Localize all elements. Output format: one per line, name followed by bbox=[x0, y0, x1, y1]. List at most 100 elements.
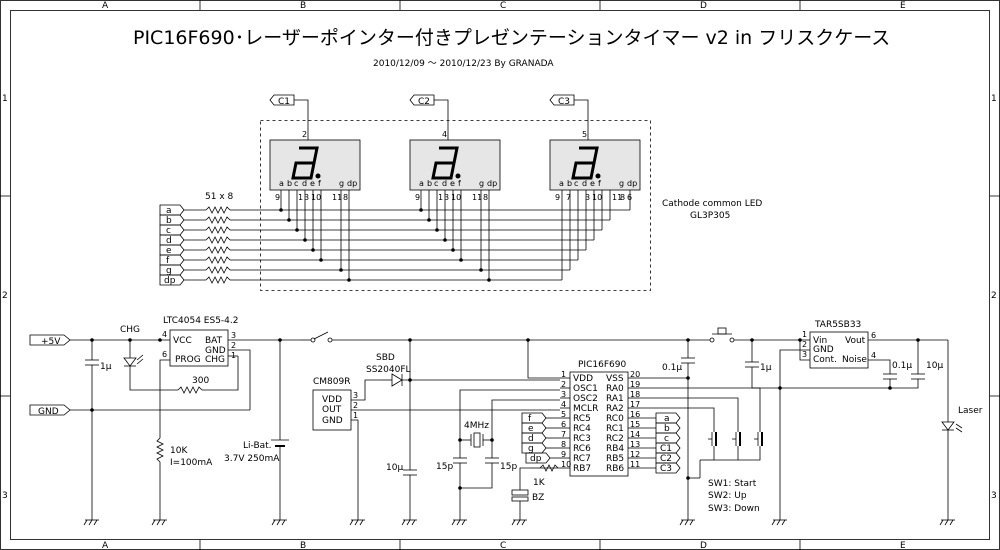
svg-text:g: g bbox=[528, 444, 534, 454]
charger-ic: LTC4054 ES5-4.2 VCC BAT GND PROG CHG 4 6… bbox=[151, 316, 300, 526]
svg-text:9: 9 bbox=[415, 193, 420, 202]
svg-text:a: a bbox=[664, 414, 670, 424]
row-label-2: 2 bbox=[2, 291, 8, 301]
digit-2-seg-letters: a b c d e f g dp bbox=[419, 179, 497, 188]
svg-text:5: 5 bbox=[582, 130, 587, 139]
power-switch bbox=[300, 331, 710, 343]
mcu-left-tags: f e d g dp bbox=[521, 412, 560, 464]
svg-text:4: 4 bbox=[871, 351, 876, 360]
svg-text:10: 10 bbox=[561, 460, 571, 469]
svg-text:+5V: +5V bbox=[41, 337, 61, 347]
digit-1 bbox=[269, 139, 361, 191]
row-label-1: 1 bbox=[2, 94, 8, 104]
svg-text:c: c bbox=[574, 179, 578, 188]
svg-text:3.7V 250mA: 3.7V 250mA bbox=[224, 454, 280, 464]
buzzer: 1K BZ bbox=[511, 464, 560, 526]
resistor-array-label: 51 x 8 bbox=[205, 192, 234, 202]
svg-text:6: 6 bbox=[627, 193, 632, 202]
svg-text:f: f bbox=[166, 256, 170, 266]
digit-3-seg-letters: a b c d e f g dp bbox=[559, 179, 637, 188]
svg-text:15: 15 bbox=[630, 420, 640, 429]
row-label-1-right: 1 bbox=[991, 94, 997, 104]
svg-text:g: g bbox=[619, 179, 624, 188]
svg-text:a: a bbox=[559, 179, 564, 188]
svg-text:1K: 1K bbox=[533, 478, 546, 488]
col-label-c-bottom: C bbox=[500, 541, 506, 550]
svg-text:b: b bbox=[166, 216, 172, 226]
svg-text:1: 1 bbox=[231, 351, 236, 360]
svg-text:g: g bbox=[166, 266, 172, 276]
svg-text:RC6: RC6 bbox=[573, 444, 591, 454]
col-label-e: E bbox=[900, 1, 906, 11]
svg-text:10μ: 10μ bbox=[386, 463, 403, 473]
svg-text:10: 10 bbox=[451, 193, 461, 202]
svg-text:14: 14 bbox=[630, 430, 640, 439]
segment-bus bbox=[230, 190, 631, 282]
svg-text:SBD: SBD bbox=[376, 353, 395, 363]
svg-text:OSC2: OSC2 bbox=[573, 394, 598, 404]
col-label-e-bottom: E bbox=[900, 541, 906, 550]
svg-text:RA0: RA0 bbox=[606, 384, 624, 394]
svg-text:b: b bbox=[287, 179, 292, 188]
col-label-a-bottom: A bbox=[102, 541, 109, 550]
svg-text:CHG: CHG bbox=[120, 325, 140, 335]
svg-text:I=100mA: I=100mA bbox=[170, 458, 213, 468]
svg-text:GND: GND bbox=[322, 416, 343, 426]
col-label-d-bottom: D bbox=[700, 541, 707, 550]
led-display-boundary bbox=[260, 120, 651, 291]
svg-text:C1: C1 bbox=[660, 444, 672, 454]
svg-text:12: 12 bbox=[630, 450, 640, 459]
svg-text:16: 16 bbox=[630, 410, 640, 419]
svg-text:CHG: CHG bbox=[205, 355, 225, 365]
digit-2 bbox=[409, 139, 501, 191]
svg-text:3: 3 bbox=[585, 193, 590, 202]
segment-input-tags: a b c d e f g dp bbox=[159, 204, 185, 286]
svg-text:f: f bbox=[318, 179, 321, 188]
svg-text:c: c bbox=[294, 179, 298, 188]
svg-text:4: 4 bbox=[442, 130, 447, 139]
svg-text:0.1μ: 0.1μ bbox=[892, 361, 912, 371]
row-label-3-right: 3 bbox=[991, 491, 997, 501]
svg-text:2: 2 bbox=[231, 341, 236, 350]
switch-label-1: SW1: Start bbox=[708, 479, 757, 489]
svg-text:dp: dp bbox=[347, 179, 357, 188]
svg-text:Noise: Noise bbox=[842, 355, 867, 365]
svg-text:10: 10 bbox=[311, 193, 321, 202]
svg-text:GND: GND bbox=[813, 345, 834, 355]
svg-text:300: 300 bbox=[192, 376, 209, 386]
svg-text:RA2: RA2 bbox=[606, 404, 624, 414]
svg-text:d: d bbox=[302, 179, 307, 188]
svg-text:a: a bbox=[166, 206, 172, 216]
svg-text:C2: C2 bbox=[418, 97, 430, 107]
reset-ic: CM809R VDD OUT GND 3 2 1 bbox=[312, 377, 560, 526]
svg-text:Laser: Laser bbox=[958, 406, 983, 416]
svg-text:7: 7 bbox=[566, 193, 571, 202]
svg-text:d: d bbox=[166, 236, 172, 246]
sbd-diode: SBD SS2040FL bbox=[366, 338, 560, 470]
svg-text:c: c bbox=[664, 434, 669, 444]
svg-text:2: 2 bbox=[353, 401, 358, 410]
svg-text:15p: 15p bbox=[500, 462, 517, 472]
svg-text:3: 3 bbox=[353, 391, 358, 400]
svg-text:RC7: RC7 bbox=[573, 454, 591, 464]
svg-text:a: a bbox=[279, 179, 284, 188]
svg-text:c: c bbox=[434, 179, 438, 188]
mcu-right-tags: a b c C1 C2 C3 bbox=[638, 412, 681, 474]
svg-text:8: 8 bbox=[343, 193, 348, 202]
svg-text:1: 1 bbox=[802, 330, 807, 339]
svg-text:11: 11 bbox=[612, 193, 622, 202]
